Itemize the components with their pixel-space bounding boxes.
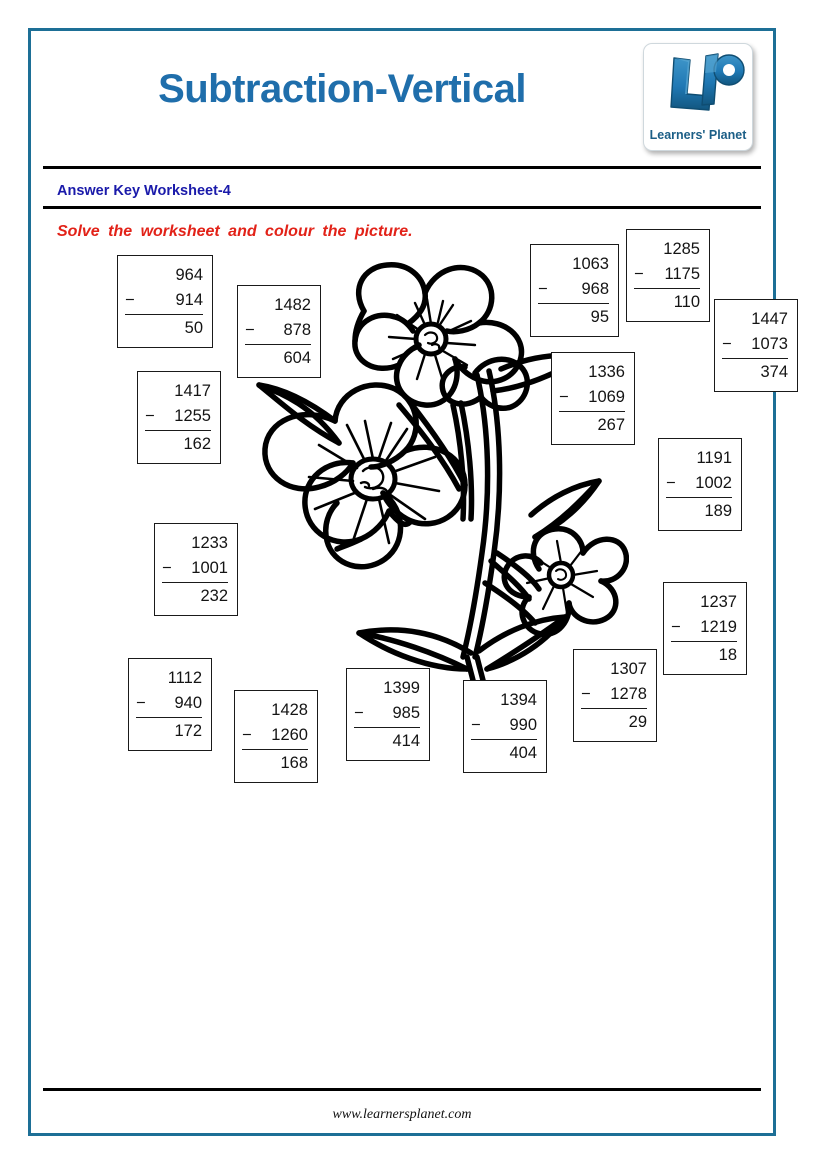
answer: 50 bbox=[184, 319, 203, 338]
answer: 267 bbox=[597, 416, 625, 435]
logo-brand-text: Learners' Planet bbox=[649, 128, 747, 142]
answer: 95 bbox=[590, 308, 609, 327]
minuend: 1285 bbox=[663, 240, 700, 259]
subtraction-problem: 1285− 1175 110 bbox=[626, 229, 710, 322]
minus-operator: − bbox=[145, 407, 155, 426]
subtraction-problem: 1428−1260 168 bbox=[234, 690, 318, 783]
minuend: 1399 bbox=[383, 679, 420, 698]
subtraction-problem: 1233−1001 232 bbox=[154, 523, 238, 616]
subtraction-problem: 1394− 990 404 bbox=[463, 680, 547, 773]
minuend: 964 bbox=[175, 266, 203, 285]
subtrahend: 1255 bbox=[174, 407, 211, 426]
minus-operator: − bbox=[471, 716, 481, 735]
instruction-text: Solve the worksheet and colour the pictu… bbox=[57, 223, 413, 240]
minuend: 1112 bbox=[167, 669, 202, 688]
subtrahend: 1278 bbox=[610, 685, 647, 704]
page-header: Subtraction-Vertical bbox=[43, 31, 761, 169]
subtraction-problem: 1191 −1002 189 bbox=[658, 438, 742, 531]
worksheet-subtitle: Answer Key Worksheet-4 bbox=[57, 183, 231, 199]
minuend: 1447 bbox=[751, 310, 788, 329]
minuend: 1191 bbox=[696, 449, 732, 468]
minus-operator: − bbox=[538, 280, 548, 299]
answer: 172 bbox=[174, 722, 202, 741]
subtraction-problem: 964 − 914 50 bbox=[117, 255, 213, 348]
minus-operator: − bbox=[242, 726, 252, 745]
subtraction-problem: 1447−1073 374 bbox=[714, 299, 798, 392]
minuend: 1233 bbox=[191, 534, 228, 553]
page-footer: www.learnersplanet.com bbox=[43, 1088, 761, 1123]
subtrahend: 878 bbox=[283, 321, 311, 340]
minus-operator: − bbox=[559, 388, 569, 407]
logo: Learners' Planet bbox=[643, 43, 753, 151]
minus-operator: − bbox=[671, 618, 681, 637]
subtrahend: 1002 bbox=[695, 474, 732, 493]
subtraction-problem: 1417−1255 162 bbox=[137, 371, 221, 464]
footer-url: www.learnersplanet.com bbox=[332, 1107, 472, 1122]
minuend: 1063 bbox=[572, 255, 609, 274]
answer: 18 bbox=[718, 646, 737, 665]
subtrahend: 1069 bbox=[588, 388, 625, 407]
minuend: 1417 bbox=[174, 382, 211, 401]
subtrahend: 1175 bbox=[664, 265, 700, 284]
answer: 414 bbox=[392, 732, 420, 751]
subtraction-problem: 1063 − 968 95 bbox=[530, 244, 619, 337]
minuend: 1482 bbox=[274, 296, 311, 315]
minuend: 1237 bbox=[700, 593, 737, 612]
answer: 110 bbox=[673, 293, 700, 312]
minus-operator: − bbox=[722, 335, 732, 354]
subtrahend: 914 bbox=[175, 291, 203, 310]
subtrahend: 985 bbox=[392, 704, 420, 723]
minus-operator: − bbox=[634, 265, 644, 284]
subtrahend: 990 bbox=[509, 716, 537, 735]
page-title: Subtraction-Vertical bbox=[158, 67, 526, 111]
subtrahend: 940 bbox=[174, 694, 202, 713]
subtrahend: 1001 bbox=[191, 559, 228, 578]
lp-logo-icon bbox=[644, 50, 752, 118]
minuend: 1428 bbox=[271, 701, 308, 720]
worksheet-page: Subtraction-Vertical bbox=[28, 28, 798, 1136]
answer: 232 bbox=[200, 587, 228, 606]
subtitle-row: Answer Key Worksheet-4 bbox=[43, 183, 761, 209]
minus-operator: − bbox=[666, 474, 676, 493]
subtraction-problem: 1399− 985 414 bbox=[346, 668, 430, 761]
subtraction-problem: 1336−1069 267 bbox=[551, 352, 635, 445]
answer: 29 bbox=[628, 713, 647, 732]
minus-operator: − bbox=[245, 321, 255, 340]
subtrahend: 1073 bbox=[751, 335, 788, 354]
minuend: 1307 bbox=[610, 660, 647, 679]
minus-operator: − bbox=[136, 694, 146, 713]
subtraction-problem: 1482− 878 604 bbox=[237, 285, 321, 378]
minuend: 1394 bbox=[500, 691, 537, 710]
subtrahend: 1219 bbox=[700, 618, 737, 637]
subtraction-problem: 1237−1219 18 bbox=[663, 582, 747, 675]
subtraction-problem: 1112 − 940 172 bbox=[128, 658, 212, 751]
minuend: 1336 bbox=[588, 363, 625, 382]
subtraction-problem: 1307−1278 29 bbox=[573, 649, 657, 742]
minus-operator: − bbox=[162, 559, 172, 578]
answer: 404 bbox=[509, 744, 537, 763]
minus-operator: − bbox=[125, 291, 135, 310]
subtrahend: 968 bbox=[581, 280, 609, 299]
answer: 162 bbox=[183, 435, 211, 454]
subtrahend: 1260 bbox=[271, 726, 308, 745]
minus-operator: − bbox=[581, 685, 591, 704]
answer: 168 bbox=[280, 754, 308, 773]
answer: 189 bbox=[704, 502, 732, 521]
answer: 604 bbox=[283, 349, 311, 368]
minus-operator: − bbox=[354, 704, 364, 723]
answer: 374 bbox=[760, 363, 788, 382]
